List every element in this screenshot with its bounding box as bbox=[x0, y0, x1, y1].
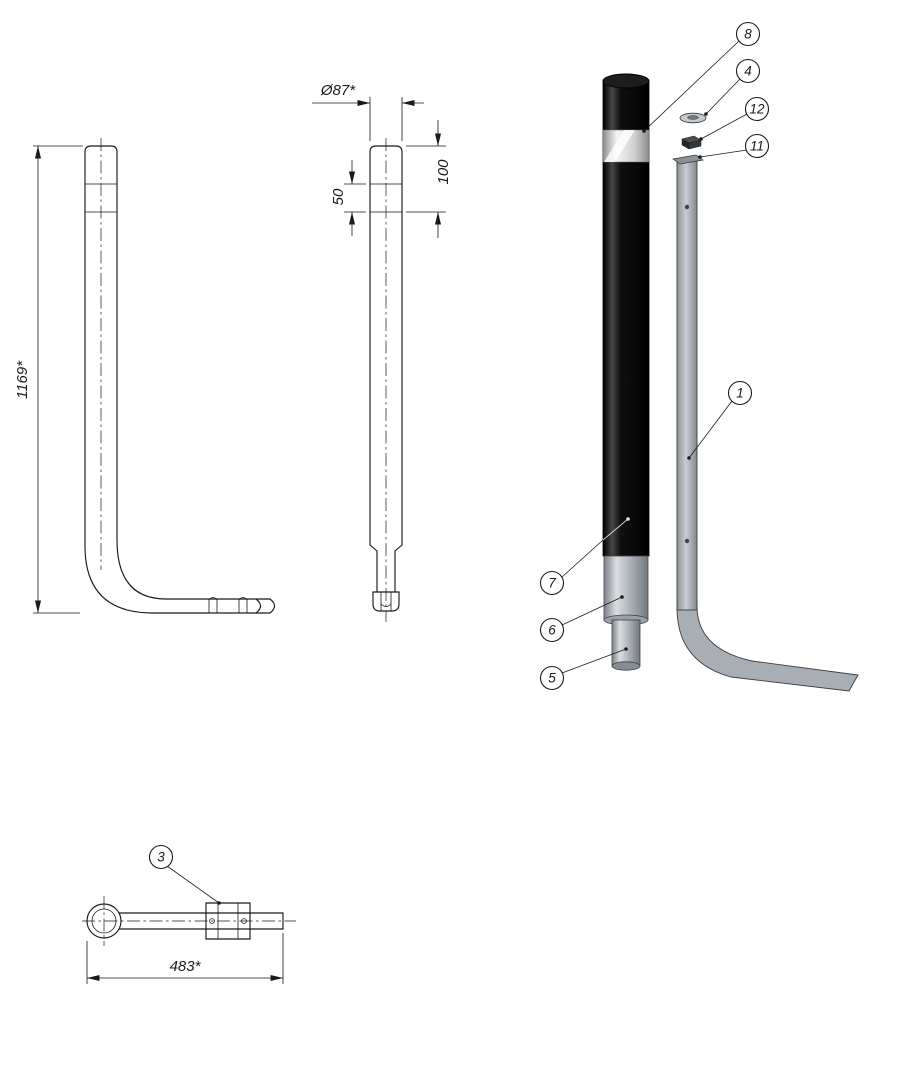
leader-dot bbox=[626, 517, 630, 521]
leader-dot bbox=[687, 456, 691, 460]
leader-line-on-post bbox=[602, 518, 629, 541]
bolt-hole-lower bbox=[684, 538, 690, 544]
washer-disc bbox=[679, 112, 707, 124]
dim-base-length-text: 483* bbox=[170, 958, 202, 975]
post-top-cap bbox=[602, 73, 650, 89]
side-post-shoulders bbox=[369, 544, 403, 552]
dim-overall-height-text: 1169* bbox=[14, 360, 31, 399]
band-highlight bbox=[604, 130, 635, 162]
ext-lines bbox=[369, 97, 403, 141]
isometric-view: 8 4 12 11 1 bbox=[539, 21, 859, 692]
mounting-tube-bend bbox=[676, 605, 859, 692]
clamp-detail bbox=[205, 902, 251, 940]
dim-top-to-band: 100 bbox=[406, 120, 452, 238]
front-view: 1169* bbox=[14, 138, 276, 614]
balloon-number: 11 bbox=[750, 139, 764, 154]
callout-6: 6 bbox=[539, 595, 624, 643]
balloon-number: 5 bbox=[548, 671, 556, 686]
washer-hole bbox=[687, 115, 699, 120]
leader-line bbox=[700, 113, 748, 140]
balloon-circle bbox=[735, 58, 761, 84]
clamp-bolt-right bbox=[241, 918, 247, 924]
callout-1: 1 bbox=[687, 380, 753, 460]
dim-base-length: 483* bbox=[86, 933, 284, 984]
bolt-hole-upper bbox=[684, 204, 690, 210]
balloon-number: 12 bbox=[749, 102, 765, 117]
callout-4: 4 bbox=[704, 58, 761, 116]
leader-line bbox=[561, 539, 604, 578]
top-view: 3 483* bbox=[82, 844, 296, 984]
side-foot-fork bbox=[372, 591, 400, 612]
tube-top-plate bbox=[672, 154, 704, 165]
leader-dot bbox=[620, 595, 624, 599]
leader-dot bbox=[699, 137, 703, 141]
leader-dot bbox=[624, 647, 628, 651]
inner-tube bbox=[611, 619, 641, 667]
ext-lines bbox=[344, 183, 366, 213]
dim-band-width: 50 bbox=[330, 160, 366, 236]
front-foot-end-arcs bbox=[255, 598, 276, 614]
balloon-number: 7 bbox=[548, 576, 556, 591]
anchor-sleeve bbox=[603, 555, 649, 621]
inner-tube-bottom bbox=[611, 661, 641, 671]
callout-7: 7 bbox=[539, 517, 630, 596]
post-section-outer bbox=[86, 903, 122, 939]
side-foot-fork-inner bbox=[380, 592, 392, 611]
balloon-number: 6 bbox=[548, 623, 556, 638]
balloon-number: 3 bbox=[157, 850, 165, 865]
front-post-outer-edge bbox=[84, 151, 271, 614]
post-section-inner bbox=[91, 908, 117, 934]
leader-line bbox=[705, 78, 741, 115]
leader-line bbox=[561, 596, 623, 626]
leader-line bbox=[688, 400, 733, 459]
leader-dot bbox=[217, 901, 221, 905]
leader-line bbox=[166, 865, 220, 904]
front-post-inner-edge bbox=[116, 151, 271, 600]
dim-overall-height: 1169* bbox=[14, 145, 83, 614]
balloon-number: 4 bbox=[744, 64, 752, 79]
clamp-inner-lines bbox=[217, 903, 239, 939]
leader-dot bbox=[642, 129, 646, 133]
dim-band-width-text: 50 bbox=[330, 188, 347, 205]
balloon-circle bbox=[539, 665, 565, 691]
front-post-top-cap bbox=[84, 145, 118, 153]
plug-cap bbox=[681, 135, 702, 150]
callout-5: 5 bbox=[539, 647, 628, 691]
side-post-top-cap bbox=[369, 145, 403, 153]
leader-dot bbox=[698, 155, 702, 159]
leader-line bbox=[561, 648, 627, 674]
front-band-lines bbox=[85, 183, 117, 213]
side-view: Ø87* 100 50 bbox=[312, 82, 452, 622]
callout-12: 12 bbox=[699, 96, 770, 141]
dim-top-to-band-text: 100 bbox=[435, 159, 452, 185]
clamp-bolt-left bbox=[209, 918, 215, 924]
leader-dot bbox=[704, 112, 708, 116]
front-clamp-ubolt-2 bbox=[238, 597, 248, 613]
callout-11: 11 bbox=[698, 133, 770, 159]
callout-3: 3 bbox=[148, 844, 221, 905]
balloon-number: 8 bbox=[744, 27, 752, 42]
balloon-circle bbox=[727, 380, 753, 406]
side-foot-neck bbox=[376, 550, 396, 593]
front-clamp-ubolt-1 bbox=[208, 597, 218, 613]
dim-diameter: Ø87* bbox=[312, 82, 424, 141]
balloon-circle bbox=[735, 21, 761, 47]
callout-8: 8 bbox=[642, 21, 761, 133]
clamp-body bbox=[205, 902, 251, 940]
balloon-circle bbox=[539, 617, 565, 643]
balloon-circle bbox=[148, 844, 174, 870]
balloon-circle bbox=[744, 133, 770, 159]
balloon-circle bbox=[539, 570, 565, 596]
base-arm-edges bbox=[118, 912, 284, 930]
plug-cap-side bbox=[688, 139, 702, 150]
side-band-lines bbox=[370, 183, 402, 213]
balloon-number: 1 bbox=[736, 386, 744, 401]
balloon-circle bbox=[744, 96, 770, 122]
leader-line bbox=[643, 40, 740, 132]
side-post-edges bbox=[369, 151, 403, 546]
dim-diameter-text: Ø87* bbox=[320, 82, 356, 99]
leader-line bbox=[699, 149, 748, 158]
